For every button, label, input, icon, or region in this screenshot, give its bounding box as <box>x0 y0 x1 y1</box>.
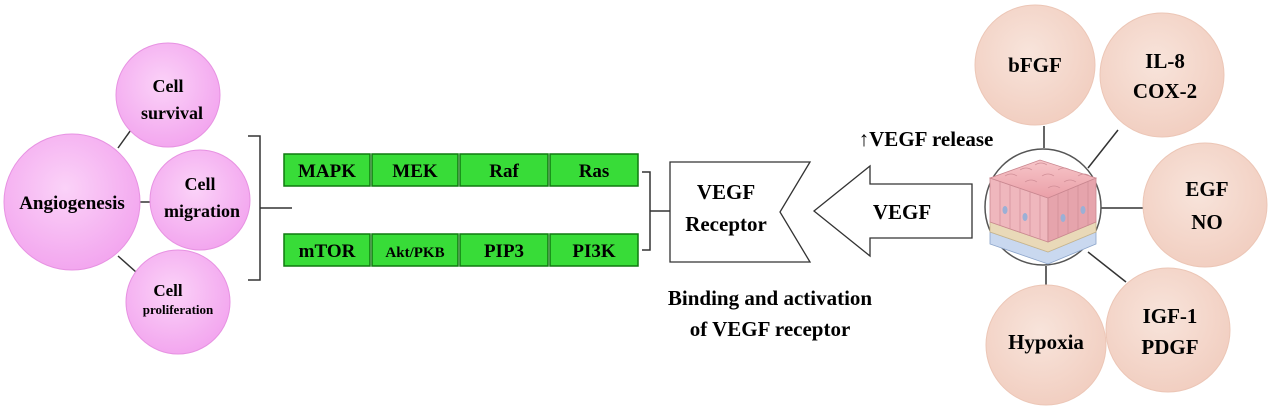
egf-no-circle: EGF NO <box>1142 142 1268 268</box>
igf1-label: IGF-1 <box>1143 304 1198 328</box>
pathway-box-shape <box>549 153 639 187</box>
cell-survival-circle: Cell survival <box>115 42 221 148</box>
receptor-label-2: Receptor <box>685 212 767 236</box>
vegf-release-label: ↑VEGF release <box>859 127 994 151</box>
pathway-box-mapk: MAPK <box>283 153 371 187</box>
bfgf-label: bFGF <box>1008 53 1062 77</box>
pathway-box-label: Akt/PKB <box>385 245 444 261</box>
pathway-box-mtor: mTOR <box>283 233 371 267</box>
vegf-receptor: VEGF Receptor <box>669 161 812 263</box>
pathway-box-label: MAPK <box>298 161 356 182</box>
cell-migration-label-2: migration <box>164 201 240 221</box>
connector-proliferation <box>117 255 137 273</box>
cox2-label: COX-2 <box>1133 79 1197 103</box>
pathway-box-mek: MEK <box>371 153 459 187</box>
igf-pdgf-circle: IGF-1 PDGF <box>1105 267 1231 393</box>
cell-migration-circle: Cell migration <box>149 149 251 251</box>
connector-il8 <box>1087 129 1119 169</box>
pathway-box-shape <box>283 153 371 187</box>
vegf-arrow-label: VEGF <box>873 200 931 224</box>
pathway-top-row: MAPK MEK Raf Ras <box>283 153 639 187</box>
pathway-box-shape <box>371 233 459 267</box>
hypoxia-circle: Hypoxia <box>985 284 1107 406</box>
angiogenesis-circle: Angiogenesis <box>3 133 141 271</box>
cell-survival-label-2: survival <box>141 103 203 123</box>
bfgf-circle: bFGF <box>974 4 1096 126</box>
angiogenesis-label: Angiogenesis <box>19 193 125 214</box>
pathway-box-label: PI3K <box>572 241 616 262</box>
connector-igf <box>1087 251 1127 283</box>
pathway-bottom-row: mTOR Akt/PKB PIP3 PI3K <box>283 233 639 267</box>
pdgf-label: PDGF <box>1141 335 1198 359</box>
cell-migration-label-1: Cell <box>185 174 216 194</box>
pathway-box-label: Raf <box>489 161 519 182</box>
pathway-box-raf: Raf <box>459 153 549 187</box>
pathway-box-label: PIP3 <box>484 241 524 262</box>
pathway-box-shape <box>459 233 549 267</box>
receptor-bracket <box>642 171 651 251</box>
pathway-box-pi3k: PI3K <box>549 233 639 267</box>
vegf-arrow: VEGF <box>812 164 973 258</box>
pathway-box-shape <box>459 153 549 187</box>
cell-survival-label-1: Cell <box>153 76 184 96</box>
receptor-caption-1: Binding and activation <box>668 286 873 310</box>
pathway-box-shape <box>549 233 639 267</box>
tissue-cells-icon <box>984 148 1102 266</box>
il8-label: IL-8 <box>1145 49 1185 73</box>
pathway-box-pip3: PIP3 <box>459 233 549 267</box>
il8-cox2-circle: IL-8 COX-2 <box>1099 12 1225 138</box>
egf-label: EGF <box>1185 177 1228 201</box>
pathway-box-label: mTOR <box>299 241 356 262</box>
cell-proliferation-label-2: proliferation <box>143 302 214 317</box>
cell-proliferation-label-1: Cell <box>153 281 183 300</box>
pathway-box-akt-pkb: Akt/PKB <box>371 233 459 267</box>
pathway-box-shape <box>283 233 371 267</box>
pathway-box-shape <box>371 153 459 187</box>
receptor-caption-2: of VEGF receptor <box>690 317 851 341</box>
pathway-box-ras: Ras <box>549 153 639 187</box>
pathway-box-label: MEK <box>392 161 438 182</box>
receptor-label-1: VEGF <box>697 180 755 204</box>
pathway-box-label: Ras <box>579 161 610 182</box>
cell-proliferation-circle: Cell proliferation <box>125 249 231 355</box>
no-label: NO <box>1191 210 1223 234</box>
hypoxia-label: Hypoxia <box>1008 330 1084 354</box>
